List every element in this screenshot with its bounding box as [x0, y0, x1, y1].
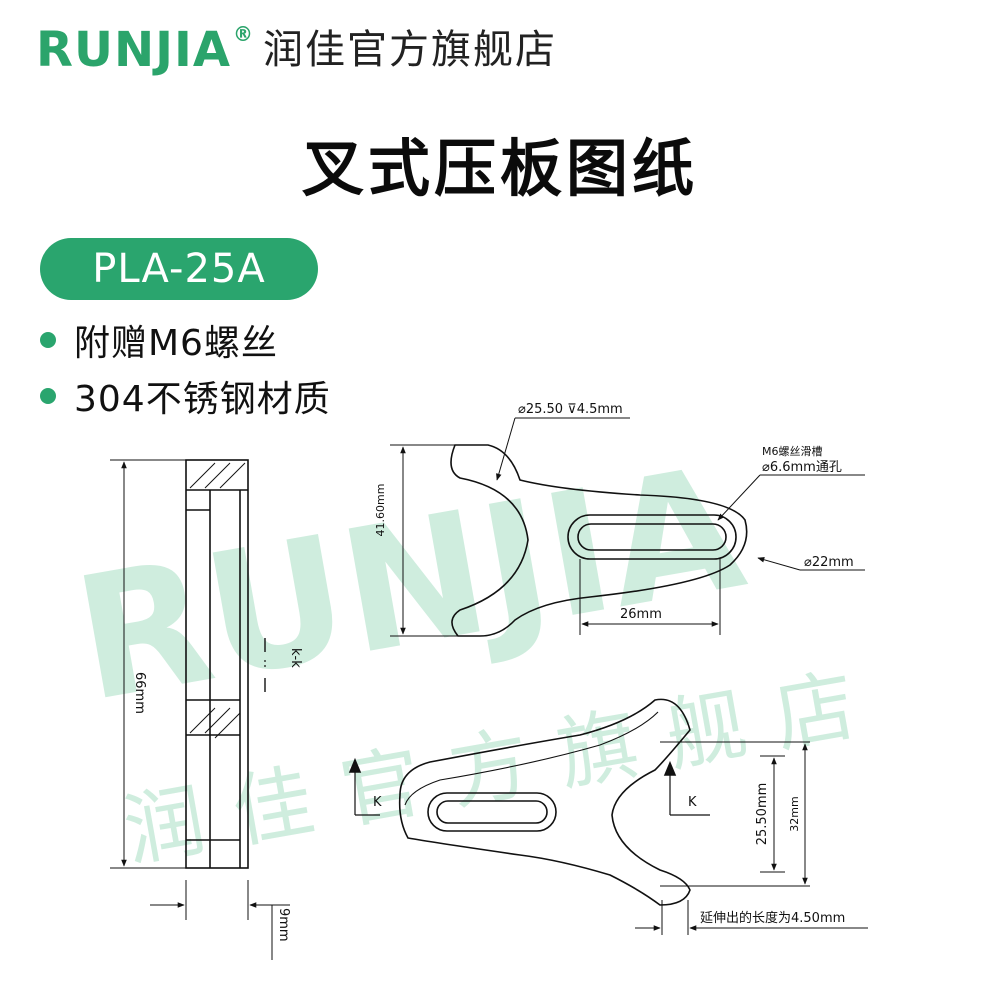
- view-mark-right: K: [688, 795, 697, 810]
- dim-thickness: 9mm: [276, 908, 291, 942]
- bottom-view: [348, 698, 868, 935]
- page-title: 叉式压板图纸: [301, 132, 698, 205]
- dim-counterbore: ⌀25.50 ⊽4.5mm: [518, 402, 623, 417]
- brand-logo: RUNJIA: [36, 22, 231, 78]
- section-label: k-k: [288, 648, 303, 668]
- model-badge: PLA-25A: [40, 238, 318, 300]
- dim-height-top: 41.60mm: [374, 484, 387, 537]
- registered-mark: ®: [232, 22, 253, 46]
- dim-inner-width: 25.50mm: [755, 783, 770, 846]
- bullet-icon: [40, 332, 56, 348]
- top-view: [390, 417, 865, 637]
- bullet-icon: [40, 388, 56, 404]
- dim-total-length: 66mm: [132, 672, 147, 714]
- dim-outer-dia: ⌀22mm: [804, 555, 854, 570]
- dim-extension: 延伸出的长度为4.50mm: [700, 910, 845, 926]
- feature-text: 304不锈钢材质: [74, 379, 331, 420]
- dim-slot-title: M6螺丝滑槽: [762, 445, 823, 458]
- view-mark-left: K: [373, 795, 382, 810]
- side-section-view: [110, 459, 290, 960]
- dim-slot-length: 26mm: [620, 607, 662, 622]
- feature-item-screw: 附赠M6螺丝: [40, 318, 278, 364]
- feature-item-material: 304不锈钢材质: [40, 374, 331, 420]
- brand-header: RUNJIA ® 润佳官方旗舰店: [36, 18, 557, 82]
- dim-slot-hole: ⌀6.6mm通孔: [762, 460, 842, 475]
- feature-text: 附赠M6螺丝: [74, 323, 278, 364]
- dim-outer-width: 32mm: [788, 796, 801, 831]
- store-name: 润佳官方旗舰店: [262, 27, 557, 73]
